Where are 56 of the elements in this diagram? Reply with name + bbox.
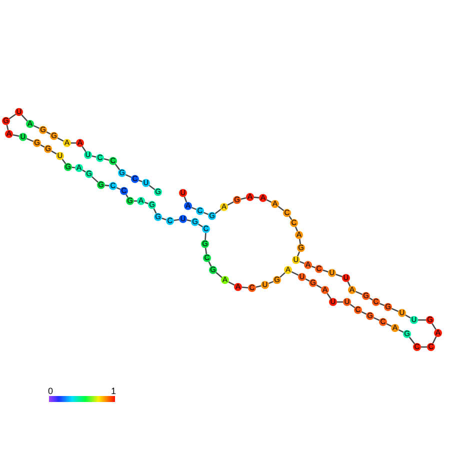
backbone-line <box>268 280 274 284</box>
backbone-line <box>373 317 380 321</box>
scale-label: 1 <box>111 386 116 396</box>
backbone-line <box>326 292 332 300</box>
backbone-line <box>12 134 20 137</box>
backbone-line <box>184 196 188 202</box>
backbone-line <box>228 281 235 286</box>
backbone-line <box>299 260 305 264</box>
backbone-line <box>242 286 248 288</box>
backbone-line <box>322 270 328 272</box>
backbone-line <box>350 304 356 308</box>
backbone-line <box>227 201 234 206</box>
backbone-line <box>266 199 272 203</box>
backbone-line <box>6 124 9 130</box>
backbone-line <box>214 208 222 214</box>
backbone-line <box>116 187 121 190</box>
backbone-line <box>296 251 300 257</box>
backbone-line <box>104 158 110 161</box>
backbone-line <box>298 238 302 244</box>
backbone-line <box>51 150 57 155</box>
backbone-line <box>33 125 40 129</box>
backbone-line <box>57 137 64 142</box>
backbone-line <box>405 314 411 319</box>
backbone-line <box>104 184 110 186</box>
backbone-line <box>408 336 416 344</box>
backbone-line <box>379 302 385 306</box>
backbone-line <box>288 216 292 220</box>
backbone-line <box>125 174 132 178</box>
backbone-line <box>256 285 262 288</box>
backbone-line <box>305 278 310 282</box>
backbone-line <box>240 197 246 200</box>
backbone-line <box>204 248 208 254</box>
backbone-line <box>46 131 51 135</box>
backbone-line <box>361 311 367 315</box>
backbone-line <box>294 226 298 232</box>
scale-label: 0 <box>48 386 54 396</box>
backbone-line <box>216 272 222 278</box>
backbone-line <box>40 144 45 148</box>
backbone-line <box>316 284 322 289</box>
backbone-line <box>398 329 404 333</box>
backbone-line <box>153 208 157 214</box>
backbone-line <box>174 218 180 222</box>
backbone-line <box>291 271 299 276</box>
backbone-line <box>254 196 260 198</box>
backbone-line <box>162 218 166 220</box>
backbone-line <box>347 281 351 287</box>
backbone-line <box>191 206 197 210</box>
backbone-line <box>208 261 212 267</box>
backbone-line <box>386 323 392 327</box>
backbone-line <box>62 158 66 164</box>
backbone-line <box>204 232 206 240</box>
backbone-line <box>203 212 209 216</box>
backbone-line <box>82 146 86 152</box>
backbone-line <box>8 114 16 120</box>
backbone-line <box>432 336 437 344</box>
backbone-line <box>114 164 120 170</box>
